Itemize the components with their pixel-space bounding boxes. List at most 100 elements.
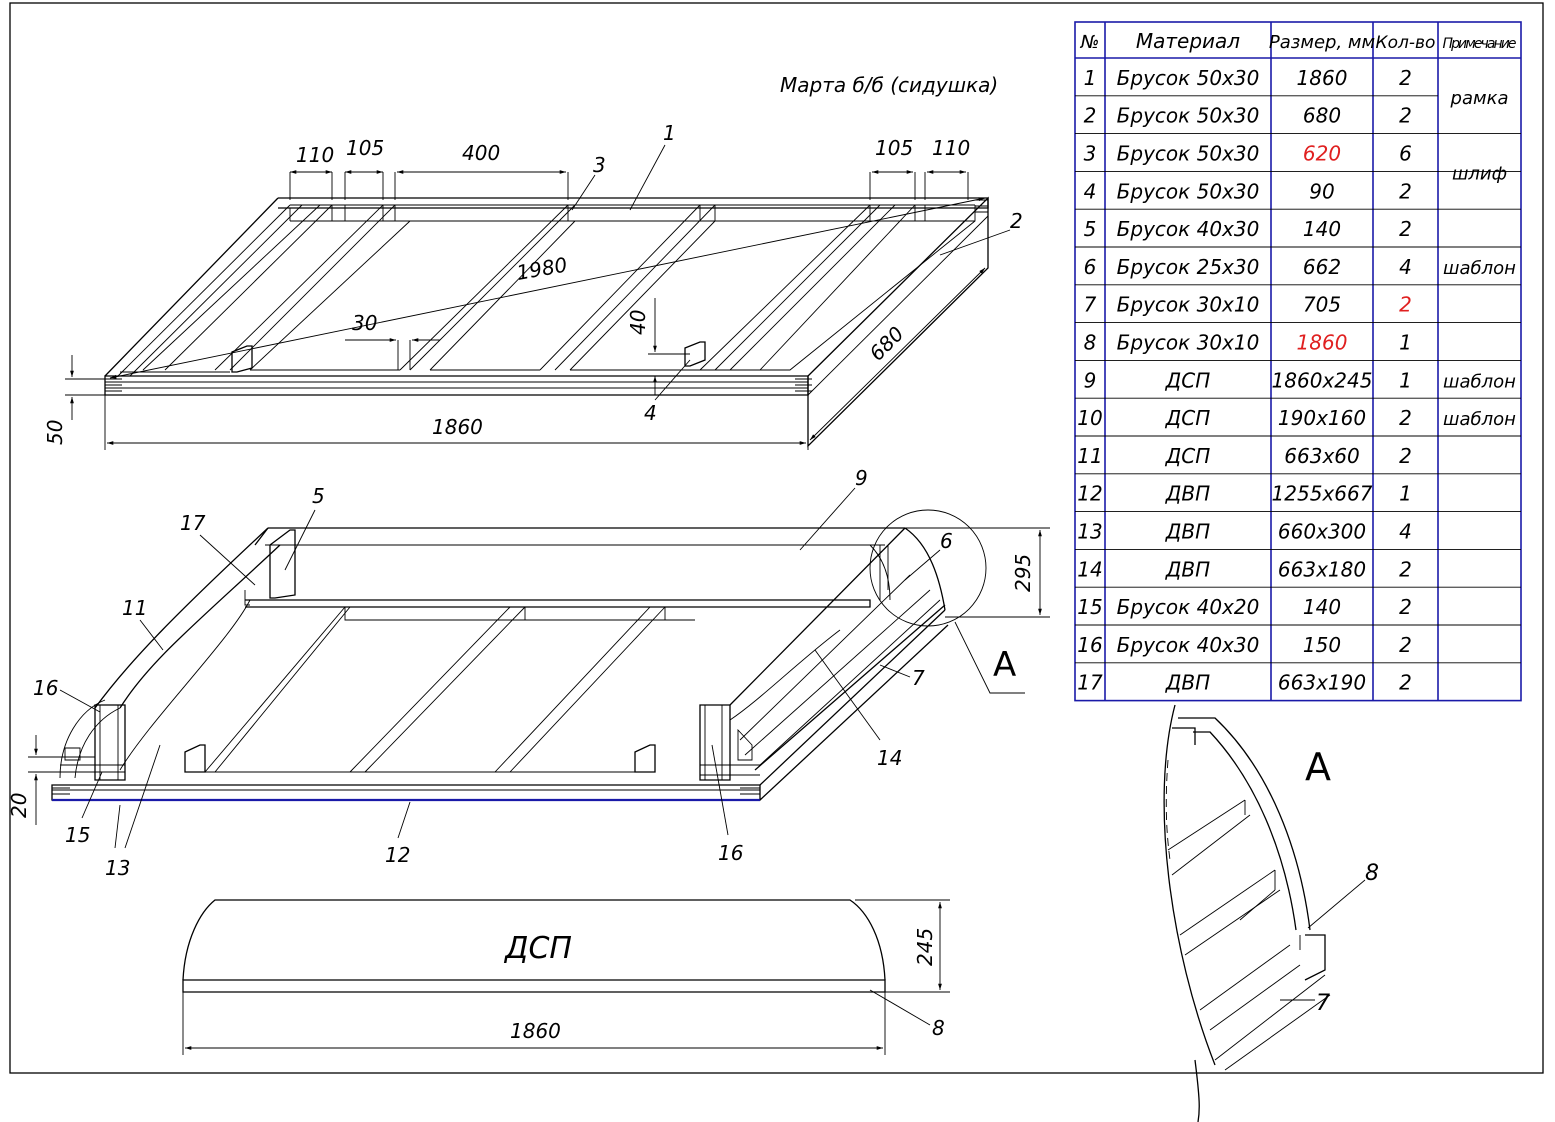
sheet-border <box>9 2 1544 1074</box>
callout-5: 5 <box>312 484 325 508</box>
panel-flat-view: ДСП 245 1860 8 <box>182 899 950 1055</box>
table-cell-size: 663х180 <box>1278 557 1366 581</box>
table-cell-qty: 2 <box>1399 293 1412 317</box>
table-cell-n: 8 <box>1084 331 1097 355</box>
table-cell-size: 660х300 <box>1278 520 1366 544</box>
drawing-title: Марта б/б (сидушка) <box>780 73 998 97</box>
callout-16-left: 16 <box>33 676 58 700</box>
table-cell-qty: 1 <box>1399 482 1412 506</box>
table-cell-size: 90 <box>1309 179 1334 203</box>
table-cell-qty: 4 <box>1399 255 1412 279</box>
table-cell-size: 190х160 <box>1278 406 1366 430</box>
dim-245: 245 <box>913 928 937 966</box>
callout-2: 2 <box>1010 209 1023 233</box>
table-cell-n: 10 <box>1077 406 1102 430</box>
callout-14: 14 <box>877 746 902 770</box>
view-marker-a: А <box>993 645 1016 685</box>
table-cell-n: 15 <box>1077 595 1102 619</box>
callout-7: 7 <box>912 666 925 690</box>
table-cell-qty: 2 <box>1399 104 1412 128</box>
table-cell-size: 620 <box>1303 142 1341 166</box>
table-cell-material: Брусок 40х30 <box>1117 217 1260 241</box>
table-cell-size: 663х190 <box>1278 671 1366 695</box>
table-cell-material: Брусок 50х30 <box>1117 179 1260 203</box>
callout-7-detail: 7 <box>1316 991 1330 1016</box>
table-cell-size: 1860 <box>1297 66 1348 90</box>
table-cell-size: 150 <box>1303 633 1341 657</box>
table-cell-size: 663х60 <box>1284 444 1359 468</box>
table-cell-material: Брусок 50х30 <box>1117 66 1260 90</box>
table-note: шлиф <box>1452 163 1507 184</box>
table-cell-material: ДСП <box>1165 406 1211 430</box>
seat-frame-view: 110 105 400 105 110 1980 30 40 680 1860 … <box>43 121 1023 450</box>
table-cell-material: Брусок 50х30 <box>1117 142 1260 166</box>
callout-15: 15 <box>65 823 90 847</box>
table-cell-qty: 2 <box>1399 633 1412 657</box>
seat-box-view: А 295 20 9 5 17 11 6 7 14 16 16 12 15 13 <box>7 466 1050 880</box>
dim-30: 30 <box>352 311 377 335</box>
table-cell-n: 3 <box>1084 142 1097 166</box>
callout-9: 9 <box>855 466 868 490</box>
table-cell-material: ДВП <box>1165 557 1210 581</box>
table-cell-qty: 1 <box>1399 368 1412 392</box>
detail-a-title: А <box>1305 745 1331 789</box>
table-cell-qty: 2 <box>1399 671 1412 695</box>
table-cell-qty: 6 <box>1399 142 1412 166</box>
callout-8-panel: 8 <box>932 1016 945 1040</box>
table-cell-qty: 2 <box>1399 406 1412 430</box>
table-cell-material: ДВП <box>1165 671 1210 695</box>
table-note: рамка <box>1450 88 1509 109</box>
table-cell-qty: 1 <box>1399 331 1412 355</box>
table-cell-n: 1 <box>1084 66 1097 90</box>
table-cell-material: ДСП <box>1165 444 1211 468</box>
table-cell-material: Брусок 40х20 <box>1117 595 1260 619</box>
dim-105-left: 105 <box>346 136 384 160</box>
callout-13: 13 <box>105 856 130 880</box>
callout-3: 3 <box>593 153 606 177</box>
table-cell-size: 1860 <box>1297 331 1348 355</box>
table-cell-n: 13 <box>1077 520 1102 544</box>
callout-4: 4 <box>644 401 657 425</box>
table-cell-n: 2 <box>1084 104 1097 128</box>
table-cell-n: 11 <box>1077 444 1102 468</box>
detail-a-view: А 8 7 <box>1163 704 1379 1122</box>
dim-40: 40 <box>626 310 650 335</box>
table-cell-n: 7 <box>1084 293 1097 317</box>
dim-1860-frame: 1860 <box>432 415 483 439</box>
table-cell-n: 17 <box>1077 671 1103 695</box>
table-header-cell: Материал <box>1136 29 1240 53</box>
dim-50: 50 <box>43 420 67 445</box>
table-header-cell: Примечание <box>1443 36 1517 52</box>
table-cell-qty: 2 <box>1399 595 1412 619</box>
table-cell-n: 12 <box>1077 482 1102 506</box>
table-cell-qty: 2 <box>1399 217 1412 241</box>
callout-17: 17 <box>180 511 206 535</box>
table-cell-size: 140 <box>1303 595 1341 619</box>
callout-12: 12 <box>385 843 410 867</box>
table-cell-qty: 4 <box>1399 520 1412 544</box>
table-cell-size: 140 <box>1303 217 1341 241</box>
table-cell-size: 1255х667 <box>1272 482 1373 506</box>
table-cell-qty: 2 <box>1399 444 1412 468</box>
table-cell-qty: 2 <box>1399 179 1412 203</box>
dim-110-left: 110 <box>296 143 334 167</box>
table-note: шаблон <box>1443 371 1516 392</box>
dim-110-right: 110 <box>932 136 970 160</box>
table-frame <box>1074 21 1522 702</box>
table-cell-material: Брусок 30х10 <box>1117 293 1260 317</box>
table-cell-qty: 2 <box>1399 66 1412 90</box>
dim-20: 20 <box>7 793 31 818</box>
table-cell-size: 680 <box>1303 104 1341 128</box>
table-header-cell: Кол-во <box>1376 33 1436 53</box>
table-cell-material: Брусок 30х10 <box>1117 331 1260 355</box>
table-cell-material: ДСП <box>1165 368 1211 392</box>
table-cell-n: 9 <box>1084 368 1097 392</box>
dim-400: 400 <box>462 141 500 165</box>
table-note: шаблон <box>1443 258 1516 279</box>
table-cell-size: 1860х245 <box>1272 368 1373 392</box>
callout-11: 11 <box>122 596 147 620</box>
table-header-cell: Размер, мм <box>1269 32 1375 53</box>
callout-1: 1 <box>663 121 676 145</box>
